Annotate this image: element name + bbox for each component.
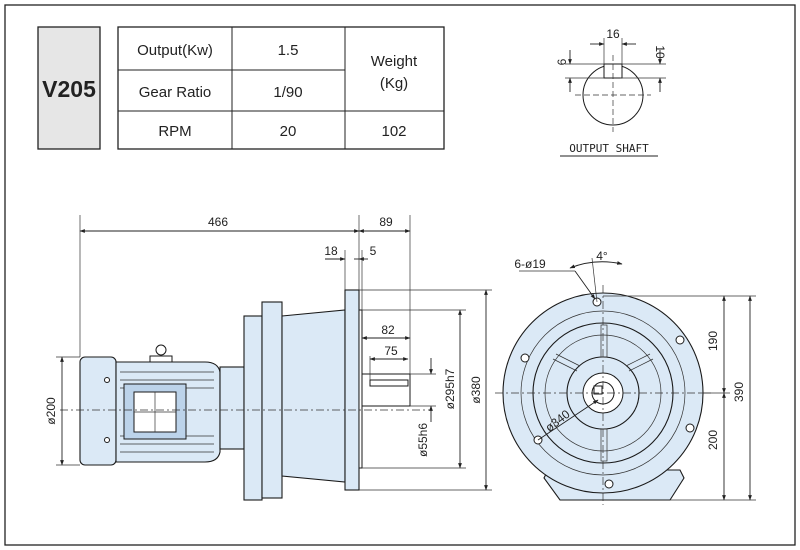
weight-value: 102 bbox=[381, 123, 406, 140]
weight-label-line1: Weight bbox=[371, 53, 418, 70]
spec-label-gear-ratio: Gear Ratio bbox=[139, 84, 212, 101]
model-name: V205 bbox=[42, 76, 96, 102]
fan-cover bbox=[79, 356, 117, 466]
gearbox-housing bbox=[281, 309, 346, 483]
pilot-diameter-dim: ø295h7 bbox=[443, 368, 457, 409]
shaft-key bbox=[369, 379, 409, 387]
gearbox-ring bbox=[261, 301, 283, 499]
side-view: 466 89 18 5 82 75 ø200 ø55h6 bbox=[44, 215, 492, 501]
flange-to-shaft-dim: 89 bbox=[379, 215, 393, 229]
key-length-dim: 75 bbox=[384, 344, 398, 358]
bolt-holes-dim: 6-ø19 bbox=[514, 257, 546, 271]
lifting-eye bbox=[155, 344, 167, 356]
angle-dim: 4° bbox=[596, 249, 608, 263]
sheet-border bbox=[4, 4, 796, 546]
upper-height-dim: 190 bbox=[706, 331, 720, 351]
bolt-hole bbox=[675, 335, 685, 345]
flange-diameter-dim: ø380 bbox=[469, 376, 483, 404]
bolt-hole bbox=[604, 479, 614, 489]
key-height-dim: 6 bbox=[555, 58, 569, 65]
bolt-hole bbox=[520, 353, 530, 363]
spec-label-rpm: RPM bbox=[158, 123, 191, 140]
motor-adapter bbox=[219, 366, 245, 450]
overall-length-dim: 466 bbox=[208, 215, 228, 229]
key-width-dim: 16 bbox=[606, 27, 620, 41]
shaft-length-dim: 82 bbox=[381, 323, 395, 337]
spec-table: Output(Kw) 1.5 Gear Ratio 1/90 RPM 20 We… bbox=[117, 26, 445, 150]
motor-diameter-dim: ø200 bbox=[44, 397, 58, 425]
spec-value-rpm: 20 bbox=[280, 123, 297, 140]
weight-label-line2: (Kg) bbox=[380, 75, 408, 92]
model-badge: V205 bbox=[37, 26, 101, 150]
bolt-hole bbox=[685, 423, 695, 433]
total-height-dim: 390 bbox=[732, 382, 746, 402]
spec-value-output: 1.5 bbox=[278, 42, 299, 59]
flange-thickness-dim: 18 bbox=[324, 244, 338, 258]
output-flange bbox=[344, 289, 360, 491]
lower-height-dim: 200 bbox=[706, 430, 720, 450]
spec-value-gear-ratio: 1/90 bbox=[273, 84, 302, 101]
output-shaft-caption: OUTPUT SHAFT bbox=[569, 142, 649, 155]
shaft-diameter-dim: ø55h6 bbox=[416, 423, 430, 457]
spec-label-output: Output(Kw) bbox=[137, 42, 213, 59]
output-shaft bbox=[361, 373, 411, 407]
key-depth-dim: 10 bbox=[653, 45, 667, 59]
gearbox-cover bbox=[243, 315, 263, 501]
spigot-depth-dim: 5 bbox=[370, 244, 377, 258]
output-shaft-detail: 16 10 6 OUTPUT SHAFT bbox=[555, 27, 667, 157]
front-view: ø340 6-ø19 4° 190 200 390 bbox=[495, 249, 756, 505]
